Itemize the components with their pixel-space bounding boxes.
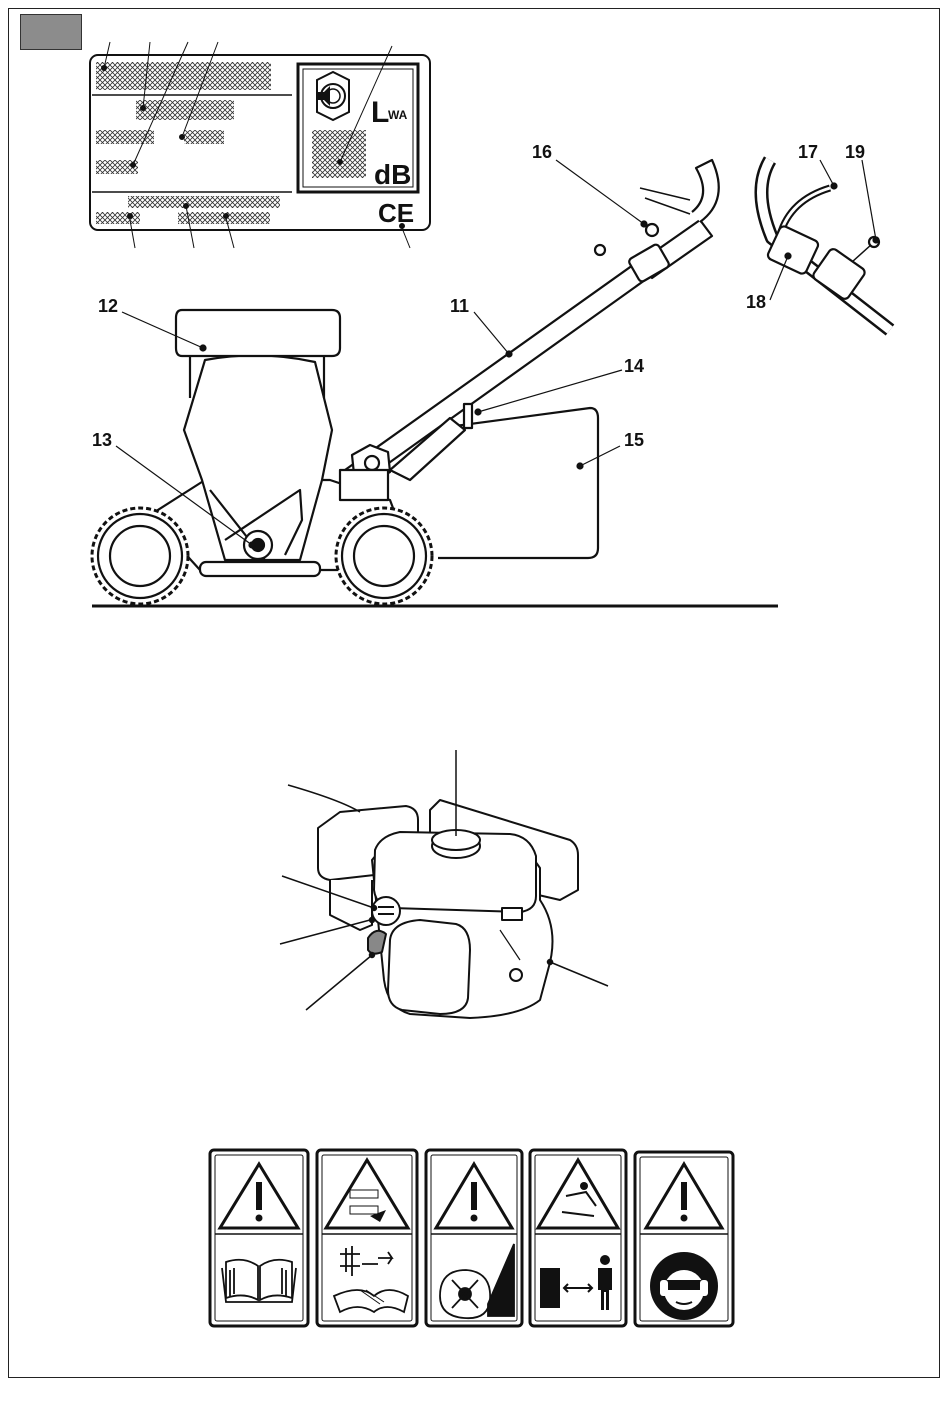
engine-view — [318, 800, 578, 1018]
identification-plate: L WA dB CE — [90, 42, 430, 248]
safety-label-maintenance — [317, 1150, 417, 1326]
callout-17: 17 — [798, 142, 818, 162]
safety-label-blade — [426, 1150, 522, 1326]
safety-label-read-manual — [210, 1150, 308, 1326]
unit-symbol: L — [371, 96, 389, 129]
safety-label-protection — [635, 1152, 733, 1326]
fuel-lever — [368, 931, 386, 954]
safety-labels — [210, 1150, 733, 1326]
safety-label-distance — [530, 1150, 626, 1326]
recoil-starter — [388, 920, 470, 1014]
plate-field — [96, 212, 140, 224]
unit-db: dB — [374, 159, 411, 190]
plate-field — [96, 62, 271, 90]
callout-15: 15 — [624, 430, 644, 450]
callout-11: 11 — [450, 296, 469, 316]
plate-field — [184, 130, 224, 144]
sound-value-field — [312, 130, 366, 178]
callout-12: 12 — [98, 296, 118, 316]
ce-mark: CE — [378, 198, 414, 228]
unit-subscript: WA — [388, 108, 408, 122]
ear-eye-protection-icon — [650, 1252, 718, 1320]
rear-wheel — [92, 508, 188, 604]
plate-field — [136, 100, 234, 120]
callout-14: 14 — [624, 356, 644, 376]
handle-detail — [761, 160, 890, 330]
plate-field — [128, 196, 280, 208]
callout-18: 18 — [746, 292, 766, 312]
callout-13: 13 — [92, 430, 112, 450]
front-wheel — [336, 508, 432, 604]
callout-16: 16 — [532, 142, 552, 162]
loudspeaker-icon — [317, 72, 349, 120]
callout-19: 19 — [845, 142, 865, 162]
